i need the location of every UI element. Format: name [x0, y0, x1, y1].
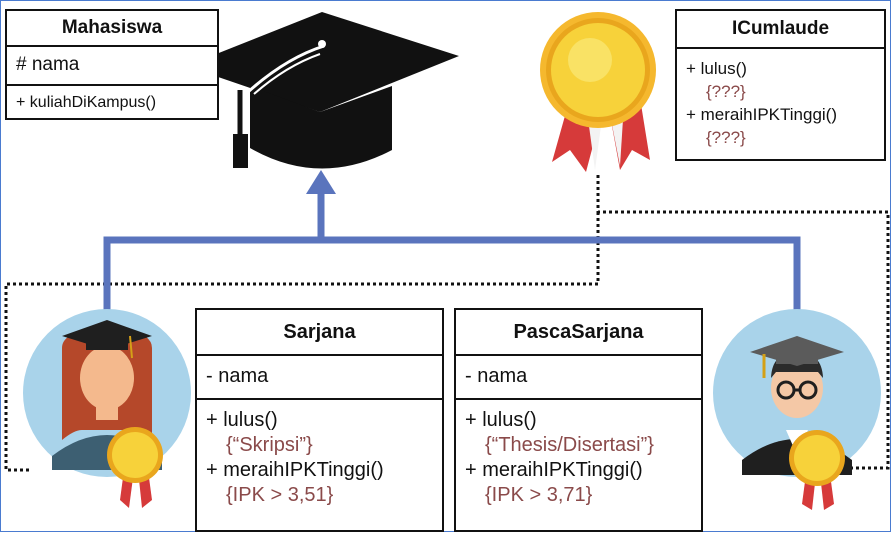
sarjana-constraint-lulus: {“Skripsi”} [226, 434, 313, 456]
sarjana-constraint-ipk: {IPK > 3,51} [226, 484, 334, 506]
pascasarjana-class-box: PascaSarjana - nama + lulus() {“Thesis/D… [454, 308, 703, 532]
pascasarjana-constraint-ipk: {IPK > 3,71} [485, 484, 593, 506]
male-graduate-avatar [713, 309, 881, 510]
realization-line-left [4, 212, 600, 472]
icumlaude-constraint-lulus: {???} [706, 82, 746, 101]
pascasarjana-class-name: PascaSarjana [513, 321, 644, 343]
sarjana-attribute: - nama [206, 365, 269, 387]
pascasarjana-method-lulus: + lulus() [465, 409, 537, 431]
mahasiswa-class-name: Mahasiswa [61, 17, 163, 38]
sarjana-class-box: Sarjana - nama + lulus() {“Skripsi”} + m… [195, 308, 444, 532]
sarjana-method-lulus: + lulus() [206, 409, 278, 431]
icumlaude-interface-name: ICumlaude [731, 18, 830, 39]
mahasiswa-attribute: # nama [16, 54, 80, 75]
icumlaude-constraint-ipk: {???} [706, 128, 746, 147]
sarjana-class-name: Sarjana [283, 321, 356, 343]
icumlaude-method-lulus: + lulus() [686, 59, 747, 78]
icumlaude-interface-box: ICumlaude + lulus() {???} + meraihIPKTin… [675, 9, 886, 161]
pascasarjana-method-ipk: + meraihIPKTinggi() [465, 459, 643, 481]
medal-icon [540, 12, 656, 172]
icumlaude-method-ipk: + meraihIPKTinggi() [686, 105, 838, 124]
realization-line [596, 175, 890, 470]
sarjana-method-ipk: + meraihIPKTinggi() [206, 459, 384, 481]
pascasarjana-attribute: - nama [465, 365, 528, 387]
inheritance-arrow [103, 192, 801, 318]
female-graduate-avatar [23, 309, 191, 508]
pascasarjana-constraint-lulus: {“Thesis/Disertasi”} [485, 434, 654, 456]
mahasiswa-method: + kuliahDiKampus() [16, 94, 157, 111]
graduation-cap-icon [186, 12, 459, 169]
inheritance-arrowhead [306, 170, 336, 194]
mahasiswa-class-box: Mahasiswa # nama + kuliahDiKampus() [5, 9, 219, 120]
